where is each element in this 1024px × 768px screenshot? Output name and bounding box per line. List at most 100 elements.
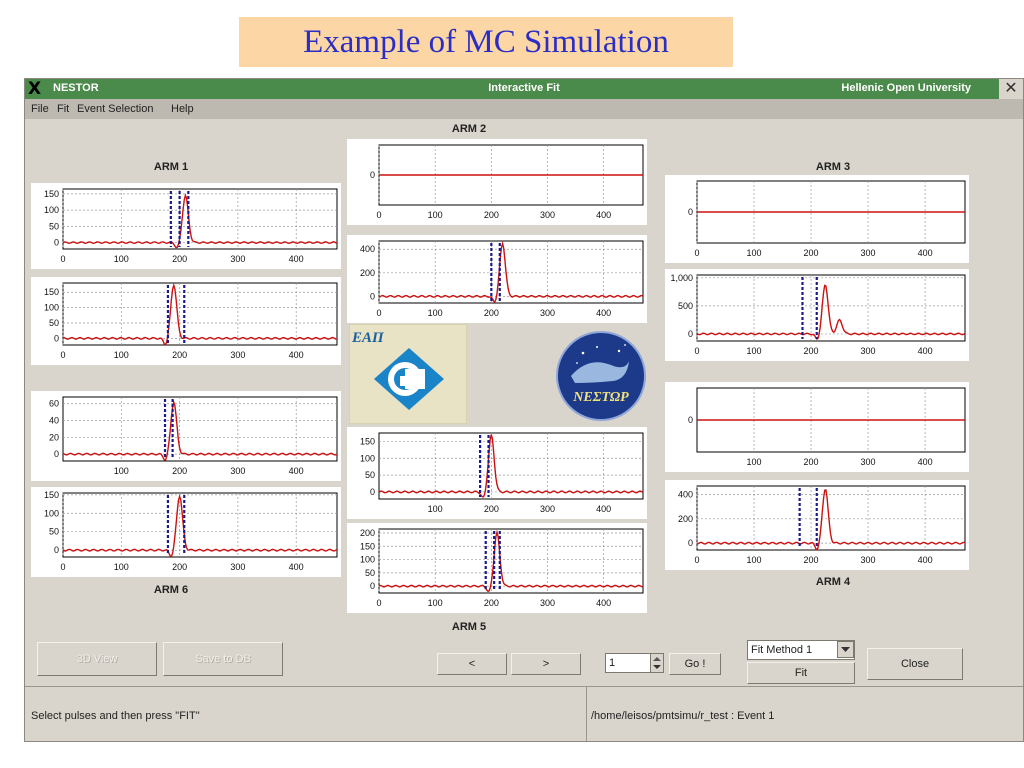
- x-tick-label: 200: [804, 248, 819, 258]
- plot-frame: [62, 492, 338, 558]
- y-tick-label: 0: [370, 170, 375, 180]
- waveform-trace: [62, 399, 338, 461]
- spinner-arrows-icon: [653, 657, 661, 669]
- waveform-trace: [62, 494, 338, 558]
- x-tick-label: 300: [540, 210, 555, 220]
- x-tick-label: 200: [172, 350, 187, 360]
- menu-event-selection[interactable]: Event Selection: [77, 103, 154, 115]
- 3d-view-button[interactable]: 3D View: [37, 642, 157, 676]
- x-tick-label: 300: [230, 350, 245, 360]
- plot-frame: [378, 432, 644, 500]
- x-tick-label: 300: [540, 598, 555, 608]
- event-number-spinner[interactable]: [650, 653, 664, 673]
- x-tick-label: 200: [172, 466, 187, 476]
- y-tick-label: 0: [54, 333, 59, 343]
- menu-file[interactable]: File: [31, 103, 49, 115]
- x-tick-label: 400: [289, 562, 304, 572]
- x-tick-label: 300: [861, 457, 876, 467]
- y-tick-label: 100: [44, 303, 59, 313]
- save-to-db-button[interactable]: Save to DB: [163, 642, 283, 676]
- y-tick-label: 150: [44, 189, 59, 199]
- x-tick-label: 400: [289, 466, 304, 476]
- event-number-input[interactable]: 1: [605, 653, 653, 673]
- arm2-label: ARM 2: [451, 123, 487, 135]
- fit-button[interactable]: Fit: [747, 662, 855, 684]
- status-message: Select pulses and then press "FIT": [31, 710, 200, 722]
- y-tick-label: 500: [678, 301, 693, 311]
- x-tick-label: 100: [114, 562, 129, 572]
- y-tick-label: 0: [370, 581, 375, 591]
- chevron-down-icon[interactable]: [837, 641, 854, 658]
- x-tick-label: 0: [376, 210, 381, 220]
- x-tick-label: 100: [428, 504, 443, 514]
- y-tick-label: 0: [54, 238, 59, 248]
- waveform-trace: [378, 529, 644, 593]
- app-name: NESTOR: [53, 82, 99, 94]
- x-tick-label: 400: [289, 254, 304, 264]
- y-tick-label: 400: [360, 244, 375, 254]
- y-tick-label: 150: [44, 287, 59, 297]
- fit-method-select[interactable]: Fit Method 1: [747, 640, 855, 660]
- nestor-logo: ΝΕΣΤΩΡ: [553, 331, 649, 421]
- x-tick-label: 100: [747, 346, 762, 356]
- y-tick-label: 50: [365, 568, 375, 578]
- y-tick-label: 20: [49, 432, 59, 442]
- x-tick-label: 400: [596, 504, 611, 514]
- slide-title: Example of MC Simulation: [239, 17, 733, 67]
- x-tick-label: 200: [804, 346, 819, 356]
- close-button[interactable]: Close: [867, 648, 963, 680]
- x-tick-label: 200: [172, 254, 187, 264]
- y-tick-label: 40: [49, 416, 59, 426]
- menu-help[interactable]: Help: [171, 103, 194, 115]
- next-event-button[interactable]: >: [511, 653, 581, 675]
- x-tick-label: 200: [804, 457, 819, 467]
- plot-frame: [378, 528, 644, 594]
- x-tick-label: 200: [484, 308, 499, 318]
- y-tick-label: 150: [360, 436, 375, 446]
- y-tick-label: 0: [688, 329, 693, 339]
- y-tick-label: 200: [360, 528, 375, 538]
- x-tick-label: 0: [694, 248, 699, 258]
- x-tick-label: 100: [428, 308, 443, 318]
- x-tick-label: 0: [694, 555, 699, 565]
- status-file-path: /home/leisos/pmtsimu/r_test : Event 1: [591, 710, 775, 722]
- menu-fit[interactable]: Fit: [57, 103, 70, 115]
- y-tick-label: 50: [365, 470, 375, 480]
- x-tick-label: 300: [230, 562, 245, 572]
- plot-frame: [62, 188, 338, 250]
- go-button[interactable]: Go !: [669, 653, 721, 675]
- window-title: Interactive Fit: [488, 82, 560, 94]
- title-bar[interactable]: X NESTOR Interactive Fit Hellenic Open U…: [25, 79, 1023, 99]
- window-close-icon[interactable]: ✕: [999, 79, 1023, 99]
- previous-event-button[interactable]: <: [437, 653, 507, 675]
- x-tick-label: 200: [484, 210, 499, 220]
- x-tick-label: 400: [918, 346, 933, 356]
- x-tick-label: 100: [747, 457, 762, 467]
- x-tick-label: 300: [230, 254, 245, 264]
- x-tick-label: 100: [747, 555, 762, 565]
- x-tick-label: 300: [861, 555, 876, 565]
- waveform-trace: [696, 488, 966, 551]
- plot-frame: [62, 396, 338, 462]
- y-tick-label: 0: [370, 291, 375, 301]
- menu-bar: File Fit Event Selection Help: [25, 99, 1023, 119]
- arm3-label: ARM 3: [815, 161, 851, 173]
- x-tick-label: 400: [918, 248, 933, 258]
- x-tick-label: 400: [918, 555, 933, 565]
- y-tick-label: 400: [678, 490, 693, 500]
- status-left: Select pulses and then press "FIT": [25, 686, 587, 741]
- y-tick-label: 150: [44, 490, 59, 500]
- x-tick-label: 200: [172, 562, 187, 572]
